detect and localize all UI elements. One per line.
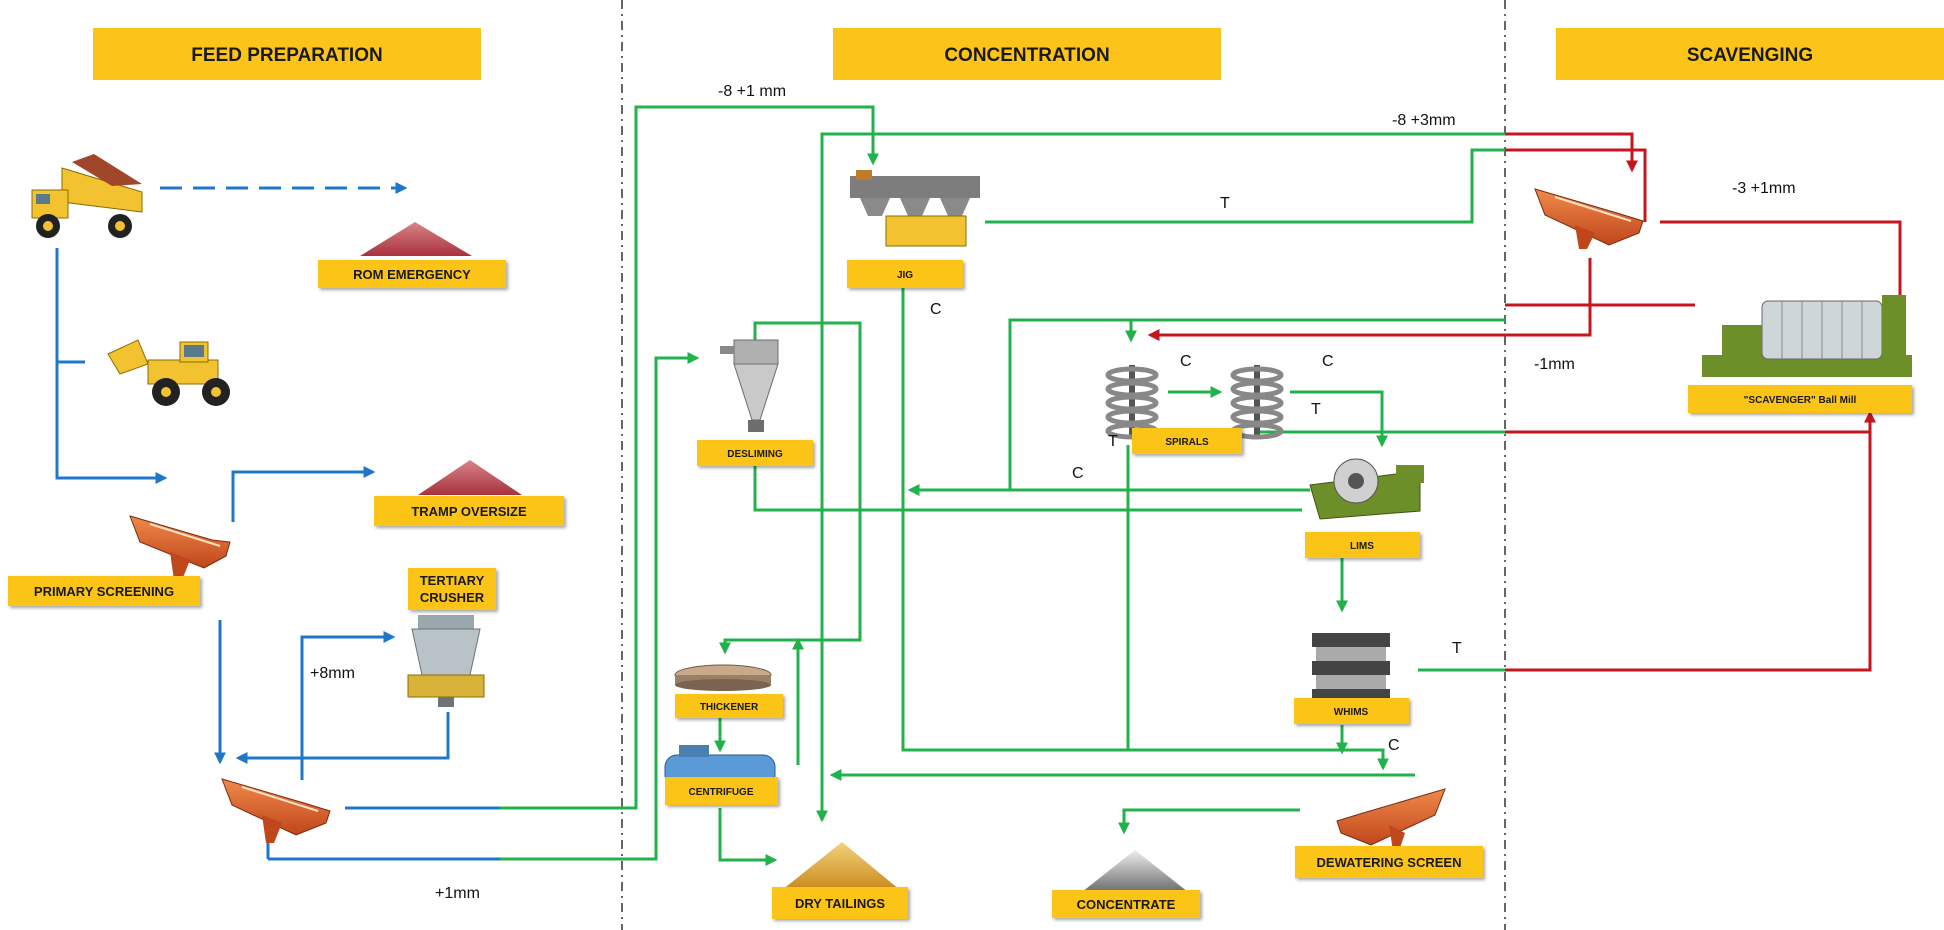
tramp-pile-icon	[418, 460, 522, 495]
label-dry-tailings: DRY TAILINGS	[772, 887, 908, 919]
flow-crusher-return	[235, 712, 450, 764]
flow-label-spiral2-conc: C	[1322, 353, 1334, 370]
flow-label-plus1: +1mm	[435, 885, 480, 902]
whims-icon	[1312, 633, 1390, 703]
label-primary-screening: PRIMARY SCREENING	[8, 576, 200, 606]
label-desliming: DESLIMING	[697, 440, 813, 466]
label-concentrate: CONCENTRATE	[1052, 890, 1200, 918]
rom-pile-icon	[360, 222, 472, 256]
flow-label-minus1: -1mm	[1534, 356, 1575, 373]
desliming-cyclone-icon	[720, 339, 779, 432]
flow-spiral2-to-lims	[1290, 390, 1388, 448]
tailings-pile-icon	[782, 842, 900, 890]
flow-label-minus8-plus3: -8 +3mm	[1392, 112, 1456, 129]
label-rom-emergency: ROM EMERGENCY	[318, 260, 506, 288]
label-thickener: THICKENER	[675, 694, 783, 718]
jig-icon	[850, 170, 980, 247]
scavenger-screen-icon	[1534, 188, 1644, 249]
label-centrifuge-text: CENTRIFUGE	[689, 787, 754, 798]
flow-label-spiral2-tail: T	[1311, 401, 1321, 418]
label-jig-text: JIG	[897, 270, 913, 281]
flow-minus1-to-spirals	[1147, 258, 1592, 341]
flow-minus8-plus3-to-scavenger-screen	[1505, 132, 1638, 173]
header-concentration-text: CONCENTRATION	[944, 45, 1109, 66]
ball-mill-icon	[1702, 295, 1912, 377]
flow-dewatering-to-concentrate	[1118, 808, 1300, 835]
wheel-loader-icon	[107, 339, 230, 406]
label-concentrate-text: CONCENTRATE	[1077, 897, 1176, 912]
label-scavenger-ball-mill: "SCAVENGER" Ball Mill	[1688, 385, 1912, 413]
primary-screen-icon	[129, 515, 231, 580]
flow-label-spiral1-tail: T	[1108, 433, 1118, 450]
header-scavenging-text: SCAVENGING	[1687, 45, 1813, 66]
label-whims: WHIMS	[1294, 698, 1409, 724]
flow-plus8-to-crusher	[300, 631, 396, 780]
label-tramp-oversize-text: TRAMP OVERSIZE	[411, 504, 527, 519]
flow-label-spiral1-conc: C	[1180, 353, 1192, 370]
label-tertiary-crusher-line1: TERTIARY	[420, 573, 485, 588]
flow-desliming-underflow	[753, 458, 1302, 512]
label-desliming-text: DESLIMING	[727, 449, 783, 460]
label-whims-text: WHIMS	[1334, 707, 1369, 718]
flow-label-whims-conc: C	[1388, 737, 1400, 754]
flow-whims-tail-to-mill	[1505, 432, 1872, 672]
header-feed-preparation: FEED PREPARATION	[93, 28, 481, 80]
flow-truck-to-primary-screen	[55, 248, 168, 484]
header-concentration: CONCENTRATION	[833, 28, 1221, 80]
flow-centrifuge-to-tailings	[718, 808, 778, 866]
flow-label-jig-tail: T	[1220, 195, 1230, 212]
label-scavenger-ball-mill-text: "SCAVENGER" Ball Mill	[1744, 395, 1857, 406]
label-lims: LIMS	[1305, 532, 1420, 558]
flow-label-minus3-plus1: -3 +1mm	[1732, 180, 1796, 197]
thickener-icon	[674, 664, 772, 691]
flow-label-lims-conc: C	[1072, 465, 1084, 482]
label-dry-tailings-text: DRY TAILINGS	[795, 896, 885, 911]
flow-label-plus8: +8mm	[310, 665, 355, 682]
label-rom-emergency-text: ROM EMERGENCY	[353, 267, 471, 282]
label-tertiary-crusher: TERTIARY CRUSHER	[408, 568, 496, 610]
flow-label-whims-tail: T	[1452, 640, 1462, 657]
label-spirals: SPIRALS	[1132, 428, 1242, 454]
label-dewatering-screen-text: DEWATERING SCREEN	[1317, 855, 1462, 870]
label-jig: JIG	[847, 260, 963, 288]
flow-minus8-plus3	[816, 132, 1505, 823]
header-feed-preparation-text: FEED PREPARATION	[191, 45, 382, 66]
label-lims-text: LIMS	[1350, 541, 1374, 552]
label-centrifuge: CENTRIFUGE	[665, 777, 778, 805]
lims-icon	[1309, 458, 1424, 520]
concentrate-pile-icon	[1082, 850, 1188, 892]
label-dewatering-screen: DEWATERING SCREEN	[1295, 846, 1483, 878]
spiral-icon	[1105, 365, 1284, 440]
flow-jig-tail-to-screen	[1505, 148, 1647, 222]
flow-lims-recycle	[1008, 318, 1505, 490]
label-tertiary-crusher-line2: CRUSHER	[420, 590, 485, 605]
flow-desliming-overflow	[719, 321, 862, 655]
flow-jig-conc	[901, 280, 1389, 771]
label-thickener-text: THICKENER	[700, 702, 759, 713]
label-spirals-text: SPIRALS	[1165, 437, 1209, 448]
flow-label-minus8-plus1: -8 +1 mm	[718, 83, 786, 100]
flow-screen-to-tramp	[231, 466, 376, 522]
flow-minus3-plus1-to-mill	[1660, 220, 1906, 308]
header-scavenging: SCAVENGING	[1556, 28, 1944, 80]
flow-label-jig-conc: C	[930, 301, 942, 318]
flow-spiral-tail-to-mill	[1505, 410, 1876, 434]
tertiary-crusher-icon	[407, 615, 485, 707]
secondary-screen-icon	[221, 778, 331, 843]
dump-truck-icon	[31, 154, 143, 238]
label-primary-screening-text: PRIMARY SCREENING	[34, 584, 174, 599]
label-tramp-oversize: TRAMP OVERSIZE	[374, 496, 564, 526]
flow-minus8-plus1-to-jig	[500, 105, 879, 810]
dewatering-screen-icon	[1336, 788, 1446, 851]
flow-plus1-to-desliming	[500, 352, 700, 861]
flow-jig-tail	[985, 148, 1505, 224]
